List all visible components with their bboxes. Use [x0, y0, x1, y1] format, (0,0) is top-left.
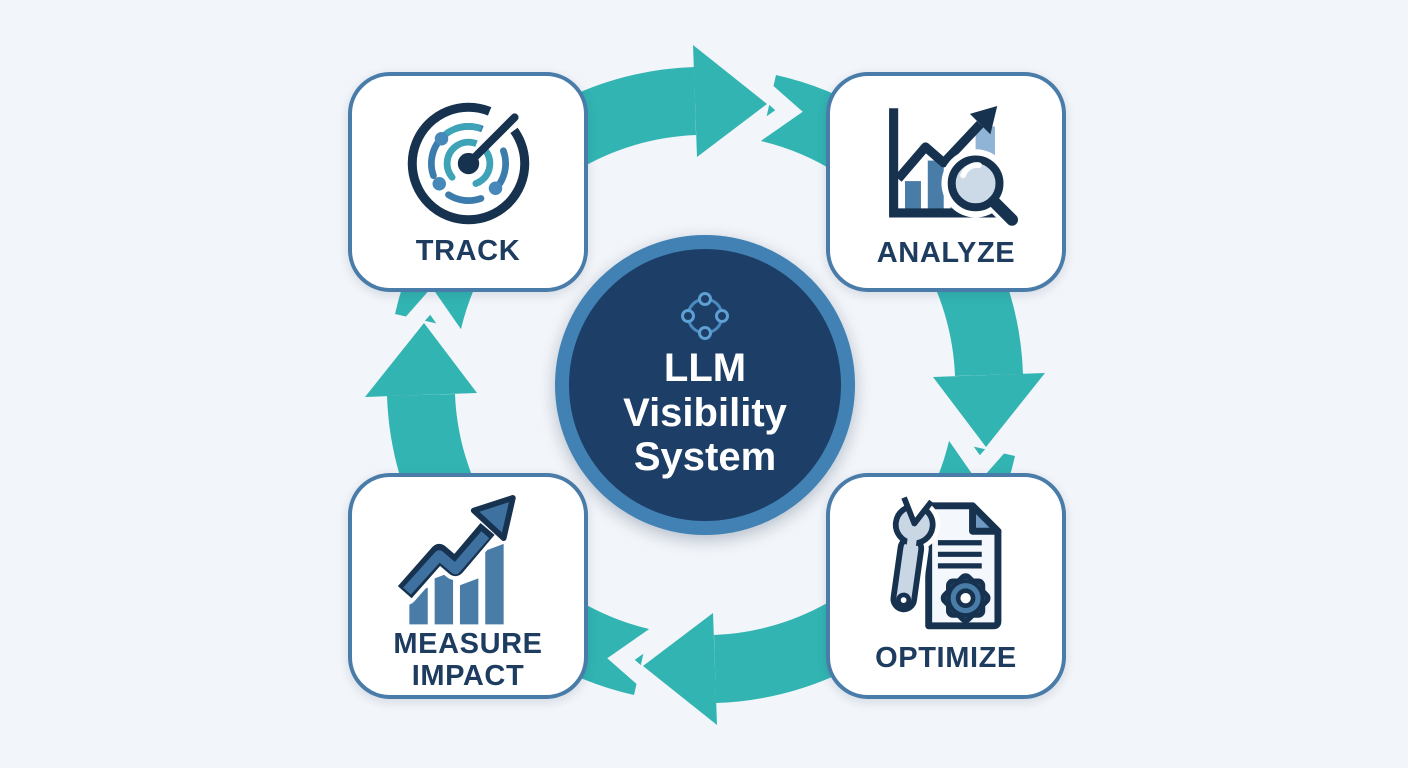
hub-title-line: LLM	[663, 345, 747, 390]
radar-icon	[401, 90, 536, 236]
node-label-line: IMPACT	[411, 659, 525, 692]
node-measure-impact: MEASURE IMPACT	[348, 473, 588, 699]
node-track: TRACK	[348, 72, 588, 292]
growth-bar-arrow-icon	[393, 491, 543, 629]
node-label: OPTIMIZE	[875, 642, 1017, 679]
node-label-line: TRACK	[415, 235, 521, 268]
node-label-line: MEASURE	[393, 628, 543, 660]
node-analyze: ANALYZE	[826, 72, 1066, 292]
node-label-line: ANALYZE	[876, 237, 1016, 269]
hub-title: LLM Visibility System	[623, 346, 787, 480]
wrench-document-gear-icon	[871, 491, 1021, 643]
node-label: MEASURE IMPACT	[393, 628, 543, 697]
hub-llm-visibility-system: LLM Visibility System	[555, 235, 855, 535]
wrench-icon	[885, 496, 941, 617]
arrow-track-to-analyze	[541, 44, 874, 173]
bar-chart-magnifier-icon	[866, 90, 1026, 238]
node-label-line: OPTIMIZE	[875, 642, 1017, 675]
hub-title-line: Visibility	[623, 390, 787, 435]
gear-icon	[940, 573, 991, 624]
cycle-network-icon	[681, 291, 729, 340]
node-optimize: OPTIMIZE	[826, 473, 1066, 699]
node-label: TRACK	[415, 235, 521, 272]
hub-title-line: System	[633, 435, 777, 480]
node-label: ANALYZE	[876, 237, 1016, 274]
